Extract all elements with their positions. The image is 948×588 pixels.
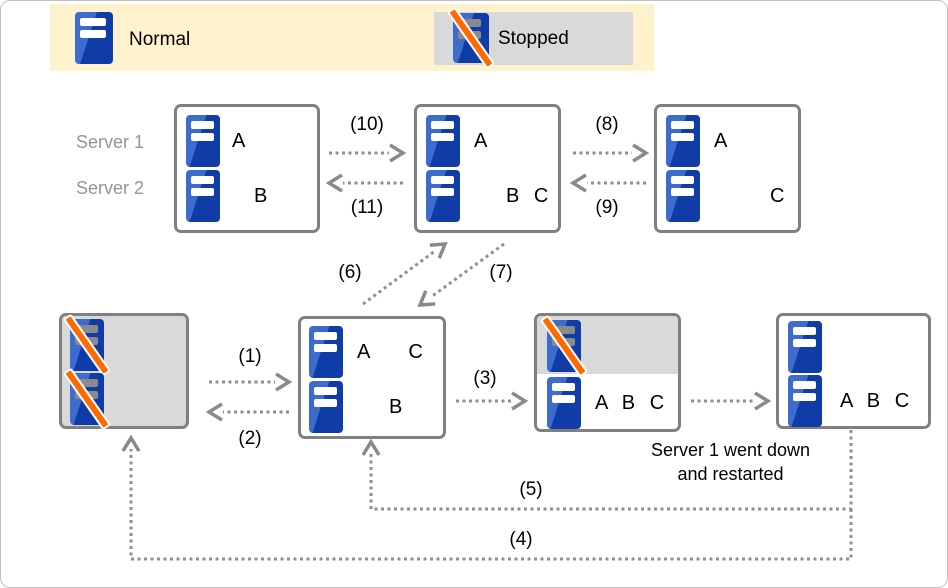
arrow-label-2: (2): [238, 428, 262, 449]
note-line-2: and restarted: [677, 464, 784, 484]
server1-row: [788, 321, 822, 373]
server-normal-icon: [666, 170, 700, 222]
resource-label: A: [232, 129, 246, 152]
server2-row: A B C: [547, 377, 664, 429]
resource-label: A: [714, 129, 728, 152]
server-normal-icon: [547, 377, 581, 429]
server-normal-icon: [426, 115, 460, 167]
server1-row-label: Server 1: [76, 132, 145, 152]
server-stopped-icon: [62, 367, 112, 431]
server-stopped-icon: [62, 313, 112, 377]
legend-stopped-chip: Stopped: [434, 6, 633, 70]
server2-row: B: [186, 170, 267, 222]
resource-label: B C: [506, 184, 549, 207]
arrow-1-head: [275, 372, 293, 392]
server-normal-icon: [309, 326, 343, 378]
arrow-label-5: (5): [519, 479, 543, 500]
resource-label: A B C: [840, 389, 910, 412]
server-normal-icon: [788, 321, 822, 373]
arrow-label-3: (3): [473, 368, 497, 389]
server-normal-icon: [186, 170, 220, 222]
resource-label: C: [408, 340, 423, 363]
legend-normal-label: Normal: [129, 29, 191, 50]
arrow-label-4: (4): [509, 529, 533, 550]
server-normal-icon: [309, 381, 343, 433]
arrow-3-head: [511, 391, 529, 411]
note-text: Server 1 went down and restarted: [613, 438, 848, 486]
arrow-11-head: [325, 173, 343, 193]
server-normal-icon: [666, 115, 700, 167]
server2-row: B: [309, 381, 402, 433]
arrow-4-head: [121, 434, 141, 452]
state-box-server1-down: A B C: [534, 313, 681, 432]
stop-slash: [62, 313, 112, 377]
stop-slash: [62, 367, 112, 431]
server2-row-label: Server 2: [76, 178, 145, 198]
arrow-label-10: (10): [350, 114, 384, 135]
arrow-label-9: (9): [595, 197, 619, 218]
server1-row: A: [666, 115, 727, 167]
legend: Normal Stopped: [50, 4, 654, 71]
arrow-label-8: (8): [595, 114, 619, 135]
server-normal-icon: [186, 115, 220, 167]
server-normal-icon: [788, 375, 822, 427]
server1-row: A: [426, 115, 487, 167]
arrow-label-7: (7): [489, 262, 513, 283]
arrow-7-head: [417, 290, 436, 307]
server-stopped-icon: [446, 6, 496, 70]
arrow-6-head: [429, 242, 448, 259]
resource-label: A: [474, 129, 488, 152]
state-box-recovered: A B C: [776, 313, 931, 429]
arrow-label-6: (6): [338, 262, 362, 283]
arrow-2-head: [205, 402, 223, 422]
arrow-label-1: (1): [238, 346, 262, 367]
legend-stopped-label: Stopped: [498, 28, 569, 49]
state-box-top-left: A B: [174, 104, 320, 233]
resource-label: A B C: [595, 391, 665, 414]
resource-label: B: [389, 395, 403, 418]
server1-row: A C: [309, 326, 423, 378]
server-stopped-icon: [539, 314, 589, 378]
server2-row: C: [666, 170, 784, 222]
resource-label: A: [357, 340, 371, 363]
stop-slash: [446, 6, 496, 70]
arrow-label-11: (11): [350, 197, 384, 218]
arrow-restart-head: [754, 391, 772, 411]
server1-row: A: [186, 115, 245, 167]
stop-slash: [539, 314, 589, 378]
server2-row: A B C: [788, 375, 909, 427]
stopped-zone: [537, 314, 678, 378]
arrow-10-head: [389, 143, 407, 163]
resource-label: B: [254, 184, 268, 207]
state-box-top-right: A C: [654, 104, 801, 233]
server2-row: B C: [426, 170, 548, 222]
state-box-bottom-middle: A C B: [298, 316, 446, 439]
state-box-all-stopped: [59, 313, 189, 431]
arrow-5-head: [361, 438, 381, 456]
server-normal-icon: [426, 170, 460, 222]
state-box-top-middle: A B C: [414, 104, 561, 233]
server-normal-icon: [75, 12, 113, 64]
arrow-8-head: [632, 143, 650, 163]
arrow-9-head: [569, 173, 587, 193]
resource-label: C: [770, 184, 785, 207]
note-line-1: Server 1 went down: [650, 440, 811, 460]
